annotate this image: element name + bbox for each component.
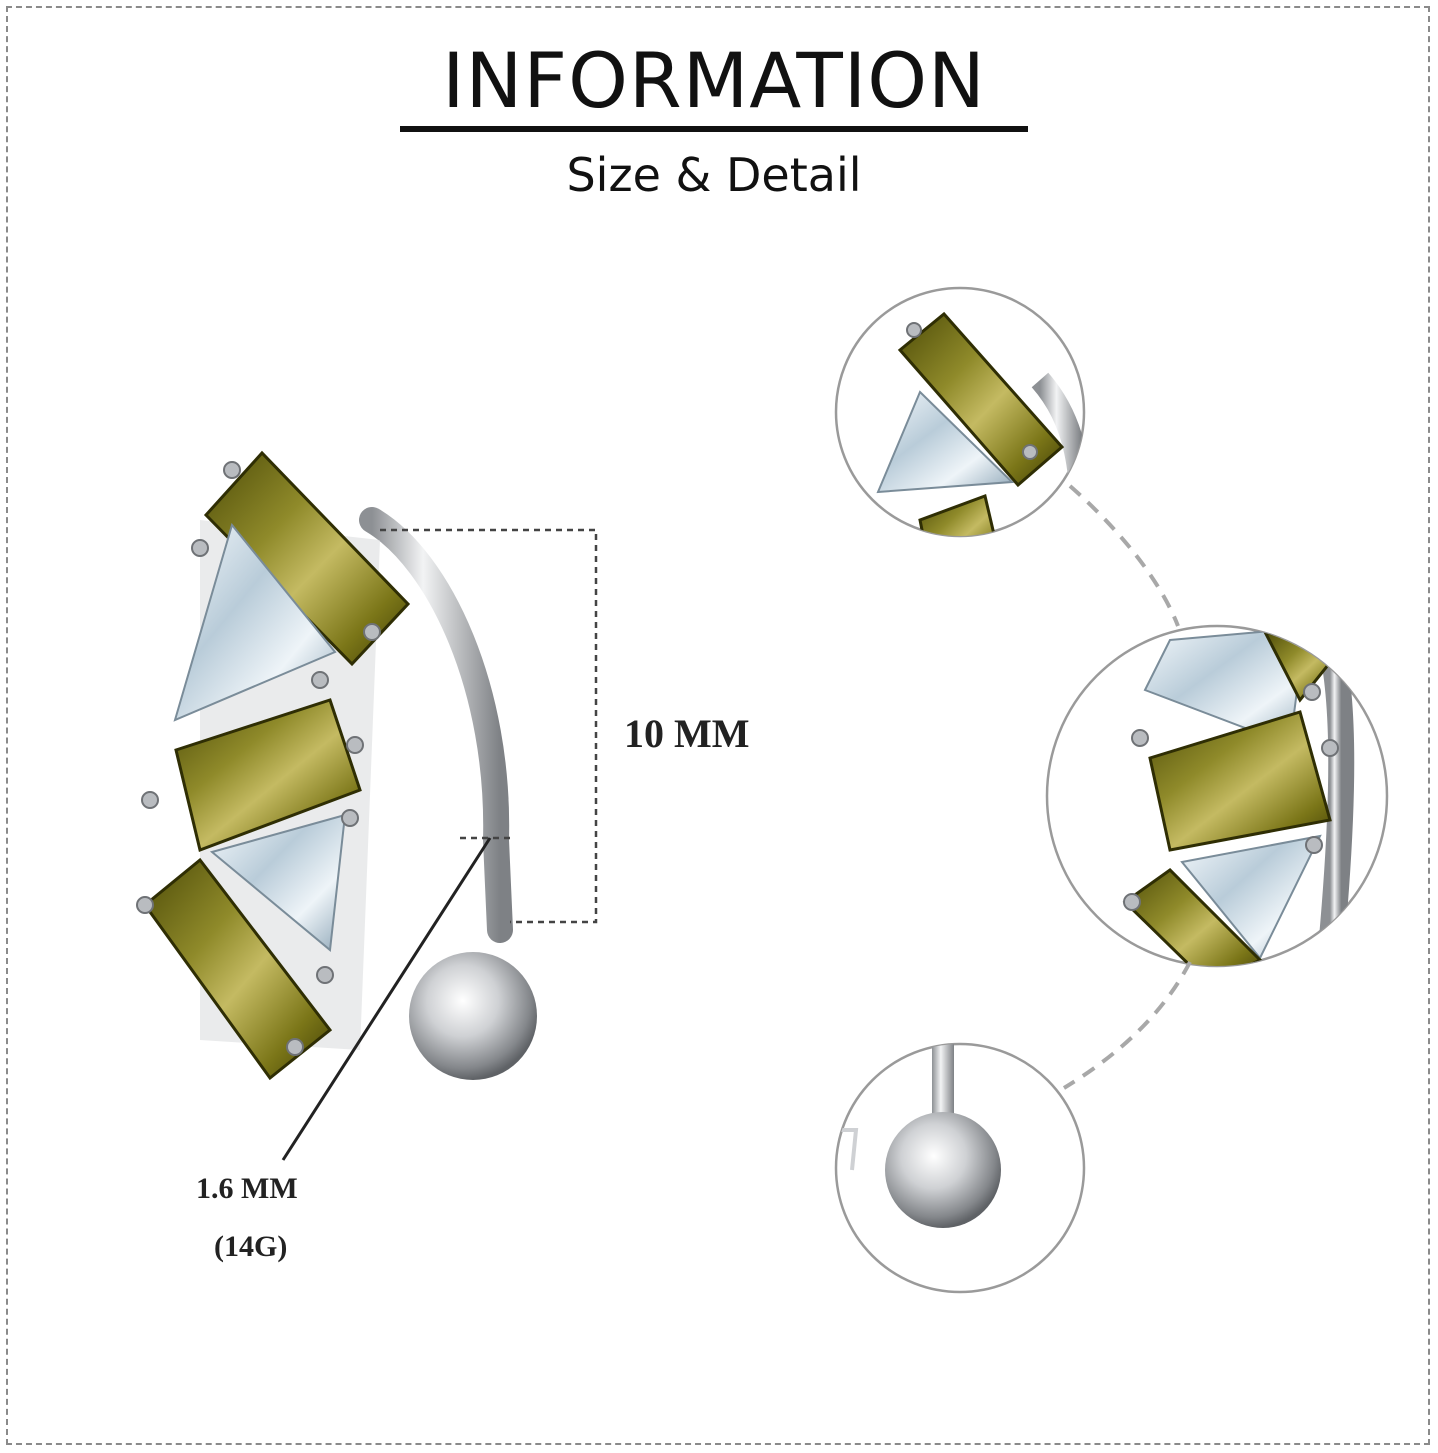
page-subtitle: Size & Detail bbox=[566, 148, 862, 202]
detail-circle-middle bbox=[1045, 624, 1389, 968]
prongs bbox=[136, 461, 381, 1056]
length-label: 10 MM bbox=[624, 711, 750, 756]
baguette-gem-middle bbox=[174, 698, 362, 853]
end-ball bbox=[409, 952, 537, 1080]
trillion-gem-upper bbox=[173, 522, 337, 722]
dashed-border-frame bbox=[6, 6, 1430, 1445]
gauge-mm-label: 1.6 MM bbox=[196, 1172, 298, 1205]
baguette-gem-bottom bbox=[142, 857, 333, 1081]
connector-bottom bbox=[1062, 961, 1192, 1090]
title-underline bbox=[400, 126, 1028, 132]
curved-barbell bbox=[359, 507, 513, 943]
trillion-gem-lower bbox=[209, 813, 347, 952]
detail-circle-top bbox=[834, 286, 1086, 538]
connector-top bbox=[1068, 484, 1180, 627]
detail-circle-bottom bbox=[834, 1042, 1086, 1294]
gauge-leader-line bbox=[281, 837, 492, 1161]
length-bracket bbox=[380, 528, 598, 924]
page-title: INFORMATION bbox=[442, 36, 986, 125]
gauge-g-label: (14G) bbox=[214, 1230, 288, 1263]
belly-ring-main bbox=[136, 450, 537, 1081]
